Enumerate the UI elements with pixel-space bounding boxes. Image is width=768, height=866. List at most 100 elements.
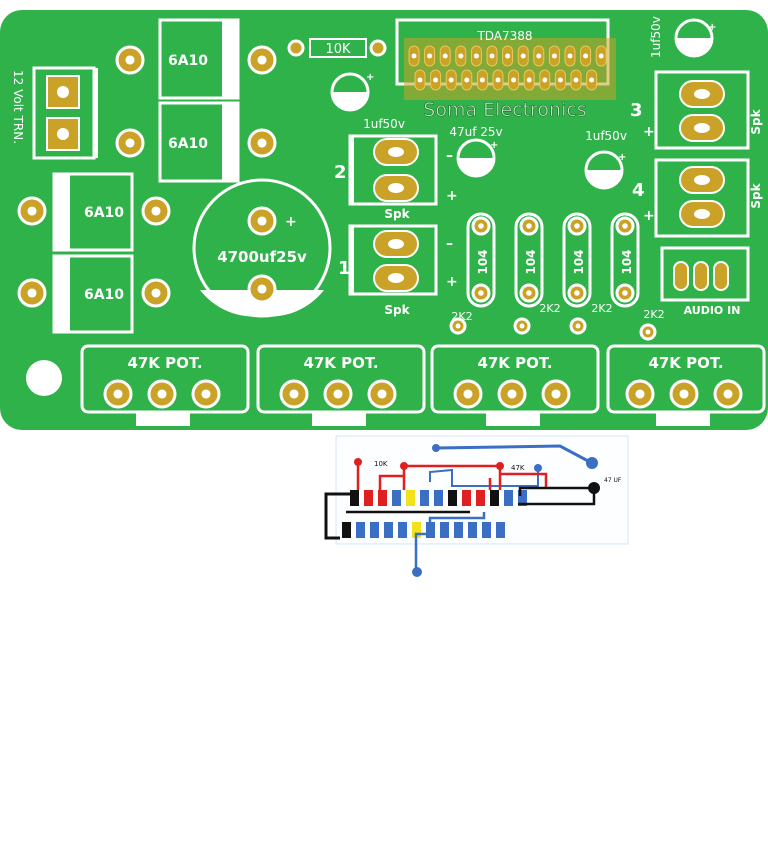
oval-pad-hole <box>388 273 404 283</box>
chip-pin-hole <box>473 53 479 59</box>
sketch-pin <box>398 522 407 538</box>
pad-hole <box>289 389 299 399</box>
ceramic-cap-3: 104 <box>562 212 592 308</box>
sketch-pin <box>496 522 505 538</box>
pad-hole <box>113 389 123 399</box>
chip-pin-hole <box>464 77 470 83</box>
chip-pin-hole <box>495 77 501 83</box>
chip-pin-hole <box>458 53 464 59</box>
chip-pin-hole <box>589 77 595 83</box>
speaker-2-plus: + <box>446 188 458 204</box>
pad-hole <box>455 323 461 329</box>
sketch-pin <box>440 522 449 538</box>
pad-hole <box>27 206 37 216</box>
diode-1-label: 6A10 <box>168 53 208 69</box>
sketch-pin <box>490 490 499 506</box>
pad-hole <box>575 323 581 329</box>
pad-hole <box>723 389 733 399</box>
chip-pin-hole <box>557 77 563 83</box>
audio-in-label: AUDIO IN <box>684 304 741 317</box>
pad-hole <box>622 290 628 296</box>
cap-1uf-top-left: + 1uf50v <box>330 72 405 131</box>
ceramic-cap-2: 104 <box>514 212 544 308</box>
cap-1-label: 1uf50v <box>363 117 405 131</box>
pad-hole <box>125 138 135 148</box>
chip-pin-hole <box>411 53 417 59</box>
pad-hole <box>478 290 484 296</box>
chip-pins-top <box>408 45 607 67</box>
cap-47uf: + 47uf 25v <box>449 125 503 178</box>
oval-pad-hole <box>388 239 404 249</box>
pad-hole <box>151 206 161 216</box>
speaker-2-label: Spk <box>384 207 410 221</box>
pot-1: 47K POT. <box>80 344 250 426</box>
sketch-pin <box>448 490 457 506</box>
audio-in-connector: AUDIO IN <box>660 246 750 317</box>
sketch-pin <box>434 490 443 506</box>
sketch-pin <box>384 522 393 538</box>
ceramic-cap-4-label: 104 <box>620 249 634 274</box>
speaker-3-number: 3 <box>630 100 643 121</box>
pad-hole <box>157 389 167 399</box>
chip-pin-hole <box>567 53 573 59</box>
sketch-pin <box>482 522 491 538</box>
sketch-pin <box>504 490 513 506</box>
cap-3-plus: + <box>618 152 626 163</box>
sketch-pin <box>468 522 477 538</box>
black-wire-ground <box>324 492 352 540</box>
chip-label: TDA7388 <box>476 29 532 43</box>
pad-hole <box>679 389 689 399</box>
oval-pad-hole <box>694 209 710 219</box>
sketch-pin <box>364 490 373 506</box>
red-node-1 <box>354 458 362 466</box>
resistor-2k2-4-label: 2K2 <box>643 308 664 321</box>
speaker-3-label: Spk <box>749 108 763 134</box>
pot-3: 47K POT. <box>430 344 600 426</box>
chip-pin-hole <box>551 53 557 59</box>
sketch-pin <box>342 522 351 538</box>
cap-2-plus: + <box>490 140 498 151</box>
diode-4-label: 6A10 <box>84 287 124 303</box>
capacitor-4700uf-plus: + <box>285 214 297 230</box>
ceramic-cap-1-label: 104 <box>476 249 490 274</box>
pad-hole <box>551 389 561 399</box>
red-node-2 <box>400 462 408 470</box>
pad-hole <box>257 138 267 148</box>
transformer-terminal: 12 Volt TRN. <box>11 66 98 160</box>
ceramic-cap-4: 104 <box>610 212 640 308</box>
speaker-terminal-2: 2 Spk – + <box>334 134 458 221</box>
capacitor-4700uf-label: 4700uf25v <box>217 248 307 266</box>
speaker-4-label: Spk <box>749 182 763 208</box>
oval-pad-hole <box>694 89 710 99</box>
pot-4-label: 47K POT. <box>648 354 723 372</box>
wiring-sketch: 10K 47K 47 UF <box>324 435 629 577</box>
speaker-1-minus: – <box>446 236 453 252</box>
blue-node-1 <box>432 444 440 452</box>
blue-wire-cap <box>435 444 591 464</box>
pad-hole <box>151 288 161 298</box>
pad-hole <box>463 389 473 399</box>
pot-4: 47K POT. <box>606 344 766 426</box>
ceramic-cap-3-label: 104 <box>572 249 586 274</box>
cap-negative-node <box>588 482 600 494</box>
pad-hole <box>201 389 211 399</box>
ceramic-cap-1: 104 <box>466 212 496 308</box>
sketch-pin <box>412 522 421 538</box>
oval-solder-pads <box>373 80 725 292</box>
pad-hole <box>645 329 651 335</box>
chip-pin-hole <box>583 53 589 59</box>
chip-pin-hole <box>448 77 454 83</box>
blue-wire-output <box>414 512 486 572</box>
speaker-1-plus: + <box>446 274 458 290</box>
pad-hole <box>507 389 517 399</box>
blue-wire-47k <box>429 468 539 487</box>
chip-pin-hole <box>598 53 604 59</box>
mounting-hole <box>26 360 62 396</box>
output-node <box>412 567 422 577</box>
chip-pin-hole <box>520 53 526 59</box>
chip-pin-hole <box>573 77 579 83</box>
speaker-2-number: 2 <box>334 162 347 183</box>
diode-2: 6A10 <box>158 101 240 183</box>
cap-4-label: 1uf50v <box>649 16 663 58</box>
diode-3-label: 6A10 <box>84 205 124 221</box>
